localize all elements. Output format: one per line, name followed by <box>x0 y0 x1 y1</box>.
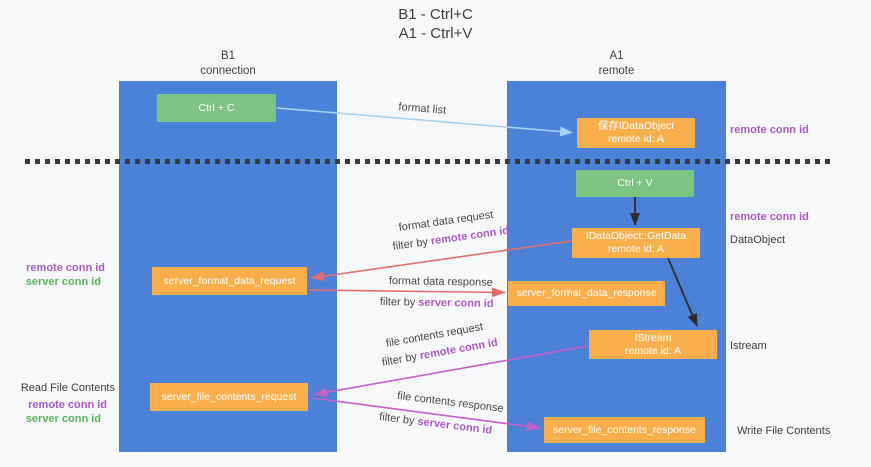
format-list-label: format list <box>398 101 447 117</box>
file-response-label: server_file_contents_response <box>552 423 696 436</box>
istream-box: IStream remote id: A <box>589 330 717 359</box>
format-request-label: server_format_data_request <box>163 274 296 287</box>
istream-line2: remote id: A <box>624 344 682 357</box>
save-idataobject-line1: 保存IDataObject <box>597 120 675 132</box>
remote-conn-id-label-top: remote conn id <box>730 124 809 136</box>
idataobject-getdata-box: IDataObject::GetData remote id: A <box>572 228 700 258</box>
read-file-contents-label: Read File Contents <box>20 382 115 394</box>
read-remote-conn-id-label: remote conn id <box>28 399 107 411</box>
lane-header-left: B1 connection <box>119 49 337 79</box>
lane-right-name: A1 <box>609 50 624 62</box>
ctrl-v-box: Ctrl + V <box>576 170 694 197</box>
format-data-response-arrow <box>308 287 506 298</box>
getdata-line1: IDataObject::GetData <box>585 230 687 242</box>
lane-right-subtitle: remote <box>598 65 635 77</box>
server-file-contents-request-box: server_file_contents_request <box>150 383 308 411</box>
server-format-data-request-box: server_format_data_request <box>152 267 307 295</box>
dataobject-label: DataObject <box>730 234 786 246</box>
lane-header-right: A1 remote <box>507 49 726 79</box>
getdata-line2: remote id: A <box>607 243 665 255</box>
filter-by-text: filter by <box>381 350 419 369</box>
remote-conn-id-text: remote conn id <box>430 224 510 248</box>
format-response-label: server_format_data_response <box>516 287 657 299</box>
save-idataobject-line2: remote id: A <box>607 133 665 145</box>
server-file-contents-response-box: server_file_contents_response <box>544 417 705 443</box>
filter-by-text: filter by <box>379 296 416 309</box>
ctrl-c-label: Ctrl + C <box>198 101 235 114</box>
diagram-title-line1: B1 - Ctrl+C <box>398 6 473 23</box>
filter-by-text: filter by <box>392 236 429 253</box>
file-contents-response-label: file contents response <box>396 390 505 415</box>
dashed-divider <box>25 159 833 164</box>
remote-conn-id-label-mid: remote conn id <box>730 211 809 223</box>
ctrl-c-box: Ctrl + C <box>157 94 276 122</box>
istream-side-label: Istream <box>730 340 767 352</box>
server-conn-id-text: server conn id <box>418 296 494 310</box>
left-server-conn-id-label: server conn id <box>25 276 101 288</box>
server-conn-id-text: server conn id <box>416 415 493 437</box>
left-remote-conn-id-label: remote conn id <box>26 262 105 274</box>
ctrl-v-label: Ctrl + V <box>617 177 653 189</box>
read-server-conn-id-label: server conn id <box>25 413 101 425</box>
write-file-contents-label: Write File Contents <box>737 425 831 437</box>
istream-line1: IStream <box>634 331 672 344</box>
format-data-response-label: format data response <box>388 275 493 289</box>
lane-left-subtitle: connection <box>200 65 256 77</box>
diagram-title-line2: A1 - Ctrl+V <box>398 25 473 42</box>
server-format-data-response-box: server_format_data_response <box>508 281 665 306</box>
filter-by-text: filter by <box>378 411 416 428</box>
save-idataobject-box: 保存IDataObject remote id: A <box>577 118 695 148</box>
lane-left-name: B1 <box>220 50 236 62</box>
file-request-label: server_file_contents_request <box>161 390 297 403</box>
